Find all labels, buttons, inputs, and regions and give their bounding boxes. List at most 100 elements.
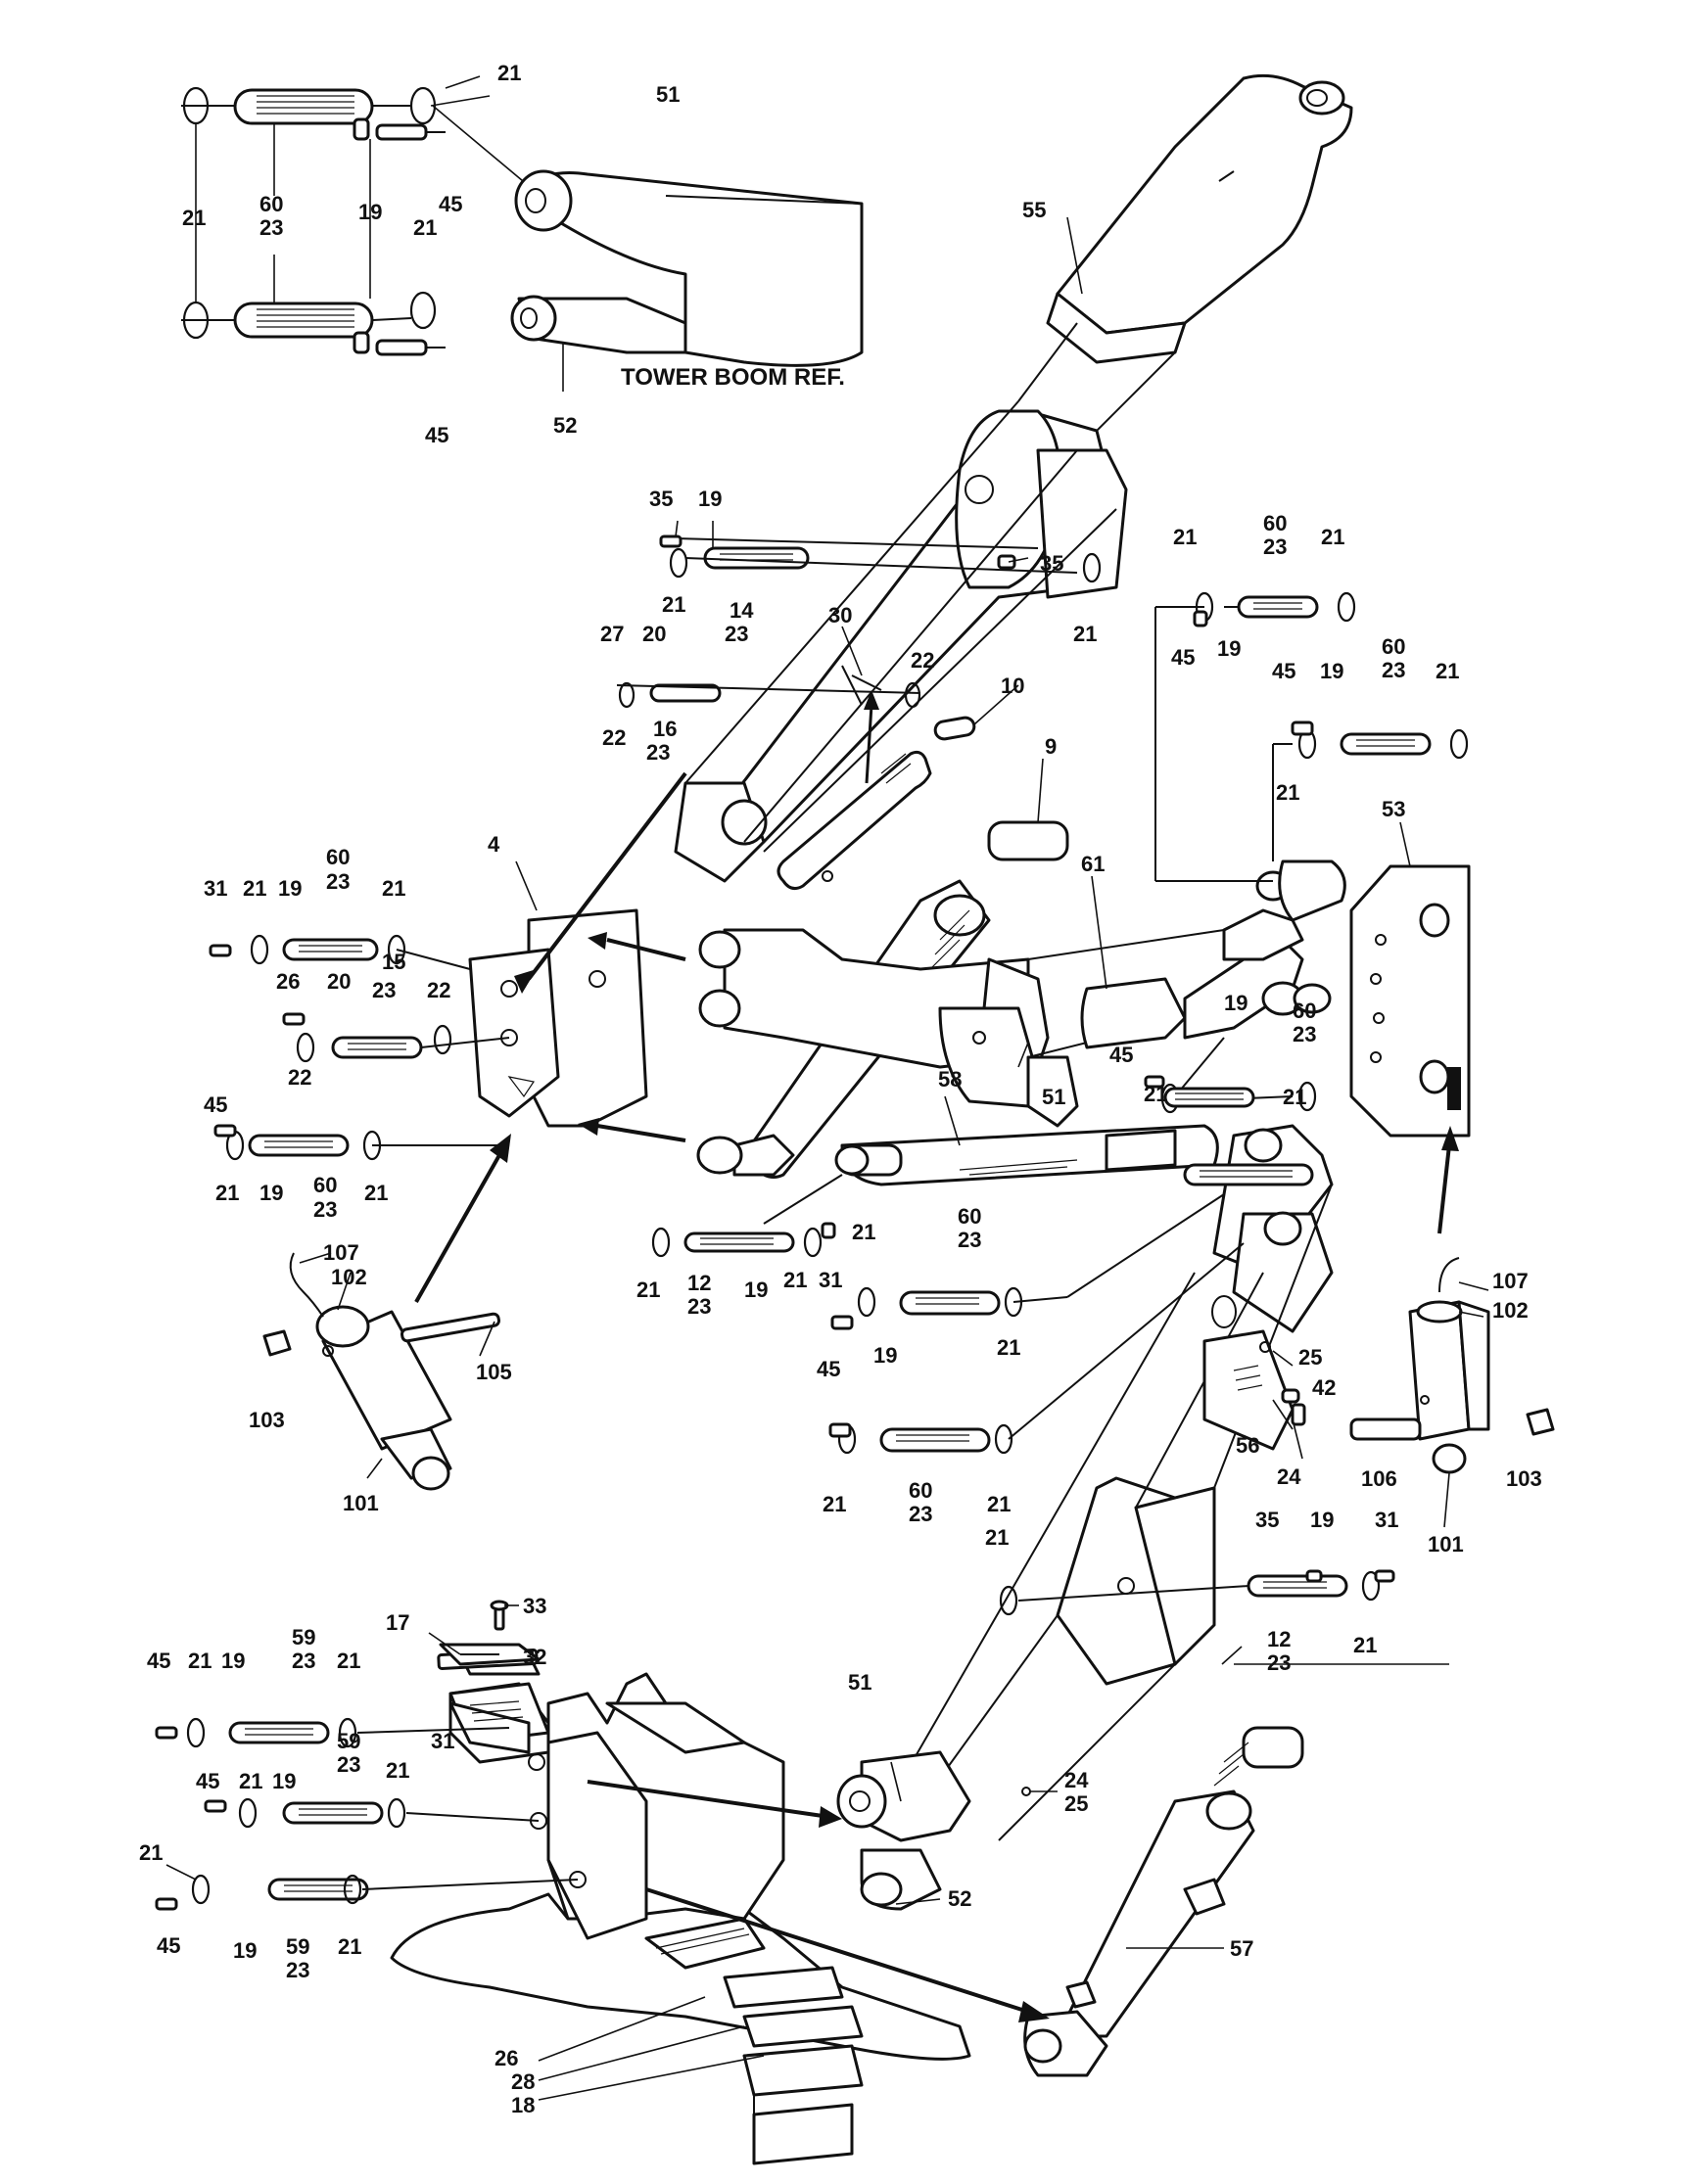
callout: 21 — [239, 1769, 262, 1793]
callout: 107 — [1492, 1269, 1529, 1293]
callout: 31 — [204, 876, 227, 901]
lower-middle-pins — [651, 1174, 1245, 1455]
callout: 42 — [1312, 1375, 1336, 1400]
callout: 25 — [1064, 1791, 1088, 1816]
callout: 31 — [819, 1268, 842, 1292]
upper-boom-55 — [1017, 73, 1353, 451]
callout: 22 — [288, 1065, 311, 1090]
callout: 35 — [1255, 1508, 1279, 1532]
callout: 21 — [823, 1492, 846, 1516]
callout: 23 — [286, 1958, 309, 1982]
callout: 35 — [649, 487, 673, 511]
callout: 21 — [997, 1335, 1020, 1360]
right-upper-pins — [1193, 591, 1469, 760]
callout: 45 — [817, 1357, 840, 1381]
callout: 27 — [600, 622, 624, 646]
callout: 60 — [313, 1173, 337, 1197]
bracket-56 — [1202, 1329, 1306, 1451]
callout: 57 — [1230, 1936, 1253, 1961]
callout: 23 — [958, 1228, 981, 1252]
callout: 16 — [653, 717, 677, 741]
callout: 106 — [1361, 1466, 1397, 1491]
callout: 21 — [182, 206, 206, 230]
link-10 — [777, 716, 976, 891]
link-61 — [1080, 606, 1346, 1049]
callout: 19 — [1224, 991, 1248, 1015]
callout: 55 — [1022, 198, 1046, 222]
callout: 21 — [1321, 525, 1344, 549]
callout: 31 — [1375, 1508, 1398, 1532]
callout: 22 — [427, 978, 450, 1002]
callout: 21 — [382, 876, 405, 901]
turntable-base — [390, 1672, 971, 2165]
callout: 23 — [372, 978, 396, 1002]
callout: 45 — [157, 1933, 180, 1958]
callout: 51 — [848, 1670, 871, 1695]
callout: 20 — [642, 622, 666, 646]
callout: 21 — [364, 1181, 388, 1205]
right-lower-pins — [999, 1037, 1395, 1616]
limit-switch-right — [1349, 1257, 1555, 1474]
callout: 19 — [744, 1278, 768, 1302]
callout: 60 — [909, 1478, 932, 1503]
leader-lines — [165, 95, 1489, 2101]
callout: 23 — [1267, 1650, 1291, 1675]
callout: 19 — [278, 876, 302, 901]
callout: 101 — [1428, 1532, 1464, 1557]
callout: 59 — [286, 1934, 309, 1959]
callout: 21 — [636, 1278, 660, 1302]
callout: 23 — [1293, 1022, 1316, 1046]
callout: 19 — [873, 1343, 897, 1368]
plate-53 — [1349, 864, 1471, 1234]
tower-boom-ref-label: TOWER BOOM REF. — [621, 364, 845, 391]
callout: 22 — [911, 648, 934, 673]
callout: 21 — [852, 1220, 875, 1244]
callout: 31 — [431, 1729, 454, 1753]
bracket-4 — [468, 771, 687, 1142]
callout: 58 — [938, 1067, 962, 1092]
tower-boom-pin-group — [181, 75, 564, 392]
callout: 25 — [1298, 1345, 1322, 1370]
callout: 22 — [602, 725, 626, 750]
callout: 17 — [386, 1610, 409, 1635]
upper-boom-pin-group — [616, 534, 1102, 784]
callout: 19 — [1320, 659, 1343, 683]
callout: 102 — [331, 1265, 367, 1289]
callout: 12 — [687, 1271, 711, 1295]
main-boom-51-upper — [674, 400, 1128, 883]
callout: 26 — [494, 2046, 518, 2070]
callout: 21 — [1436, 659, 1459, 683]
callout: 20 — [327, 969, 351, 994]
callout: 45 — [204, 1092, 227, 1117]
callout: 61 — [1081, 852, 1105, 876]
callout: 23 — [337, 1752, 360, 1777]
callout: 45 — [1109, 1043, 1133, 1067]
callout: 21 — [188, 1649, 212, 1673]
base-pins — [155, 1717, 579, 1911]
callout-labels: TOWER BOOM REF. 21 51 21 60 23 19 45 21 … — [139, 61, 1542, 2117]
callout: 23 — [1263, 534, 1287, 559]
callout: 21 — [1353, 1633, 1377, 1657]
callout: 105 — [476, 1360, 512, 1384]
callout: 102 — [1492, 1298, 1529, 1323]
callout: 21 — [1073, 622, 1097, 646]
callout: 14 — [730, 598, 754, 623]
callout: 23 — [687, 1294, 711, 1319]
callout: 21 — [386, 1758, 409, 1783]
callout: 21 — [1144, 1082, 1167, 1106]
callout: 24 — [1277, 1464, 1301, 1489]
callout: 23 — [259, 215, 283, 240]
limit-switch-left — [262, 1134, 511, 1491]
callout: 21 — [1173, 525, 1197, 549]
callout: 21 — [783, 1268, 807, 1292]
callout: 35 — [1040, 551, 1063, 576]
tower-boom-ref-outline — [510, 169, 864, 367]
callout: 19 — [1310, 1508, 1334, 1532]
callout: 15 — [382, 950, 405, 974]
callout: 33 — [523, 1594, 546, 1618]
callout: 45 — [147, 1649, 170, 1673]
callout: 21 — [987, 1492, 1011, 1516]
callout: 21 — [1283, 1085, 1306, 1109]
callout: 19 — [221, 1649, 245, 1673]
